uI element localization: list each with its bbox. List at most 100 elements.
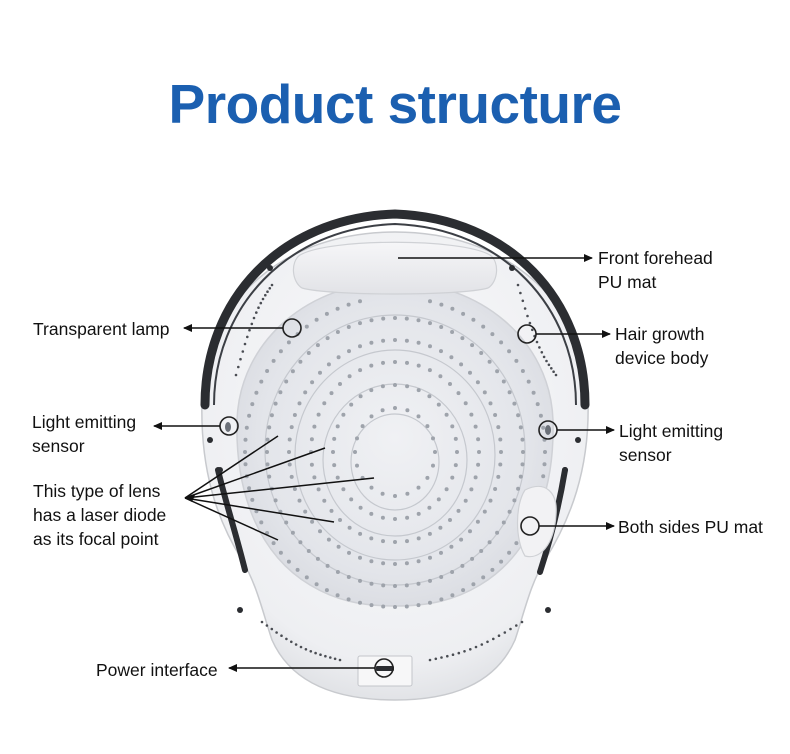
laser-diode-dot — [310, 519, 315, 524]
laser-diode-dot — [450, 475, 455, 480]
laser-diode-dot — [336, 544, 341, 549]
vent-dot — [516, 283, 520, 287]
vent-dot — [528, 321, 532, 325]
laser-diode-dot — [381, 338, 386, 343]
laser-diode-dot — [404, 316, 409, 321]
laser-diode-dot — [482, 390, 487, 395]
laser-diode-dot — [393, 605, 397, 609]
laser-diode-dot — [287, 462, 292, 467]
laser-diode-dot — [416, 340, 421, 345]
laser-diode-dot — [498, 462, 503, 467]
laser-diode-dot — [433, 450, 437, 454]
laser-diode-dot — [450, 570, 455, 574]
laser-diode-dot — [284, 379, 289, 384]
label-light-left-line1: Light emitting — [32, 412, 137, 432]
laser-diode-dot — [470, 556, 475, 561]
laser-diode-dot — [381, 583, 386, 588]
vent-dot — [294, 643, 298, 646]
label-hair-growth-line1: Hair growth — [615, 324, 705, 344]
laser-diode-dot — [358, 368, 363, 373]
vent-dot — [260, 620, 264, 624]
vent-dot — [304, 648, 308, 651]
laser-diode-dot — [470, 343, 475, 348]
laser-diode-dot — [278, 550, 283, 555]
laser-diode-dot — [286, 340, 291, 345]
laser-diode-dot — [541, 425, 546, 430]
laser-diode-dot — [335, 424, 340, 429]
laser-diode-dot — [289, 425, 294, 430]
laser-diode-dot — [404, 561, 409, 566]
laser-diode-dot — [338, 518, 342, 522]
laser-diode-dot — [463, 401, 468, 406]
laser-diode-dot — [461, 588, 466, 593]
laser-diode-dot — [542, 462, 547, 467]
laser-diode-dot — [273, 498, 278, 503]
vent-dot — [554, 373, 558, 377]
vent-dot — [248, 328, 251, 332]
laser-diode-dot — [332, 463, 337, 468]
laser-diode-dot — [514, 541, 519, 546]
laser-diode-dot — [439, 575, 444, 579]
laser-diode-dot — [493, 413, 498, 417]
vent-dot — [299, 645, 303, 649]
laser-diode-dot — [450, 330, 455, 334]
laser-diode-dot — [369, 511, 374, 516]
laser-diode-dot — [347, 349, 351, 354]
vent-dot — [520, 620, 524, 624]
laser-diode-dot — [315, 556, 320, 561]
laser-diode-dot — [449, 355, 454, 360]
label-light-emitting-left: Light emitting sensor — [32, 410, 136, 458]
vent-dot — [463, 650, 466, 653]
laser-diode-dot — [329, 508, 334, 513]
laser-diode-dot — [322, 401, 327, 406]
laser-diode-dot — [358, 578, 362, 583]
laser-diode-dot — [498, 437, 503, 442]
laser-diode-dot — [448, 382, 452, 386]
laser-diode-dot — [416, 318, 421, 323]
laser-diode-dot — [456, 391, 461, 396]
laser-diode-dot — [369, 363, 374, 368]
vent-dot — [503, 631, 507, 634]
vent-dot — [285, 637, 288, 641]
laser-diode-dot — [335, 306, 340, 311]
vent-dot — [515, 624, 518, 627]
laser-diode-dot — [471, 582, 476, 587]
laser-diode-dot — [507, 509, 512, 514]
laser-diode-dot — [381, 561, 386, 566]
vent-dot — [237, 365, 240, 369]
laser-diode-dot — [326, 537, 331, 542]
light-sensor-left — [225, 422, 231, 432]
laser-diode-dot — [347, 525, 352, 530]
laser-diode-dot — [369, 603, 374, 608]
vent-dot — [266, 290, 269, 294]
lens-line-4 — [184, 497, 335, 523]
label-front-forehead: Front forehead PU mat — [598, 246, 713, 294]
laser-diode-dot — [490, 332, 495, 337]
laser-diode-dot — [346, 575, 351, 579]
vent-dot — [254, 311, 258, 314]
laser-diode-dot — [459, 362, 464, 367]
laser-diode-dot — [286, 559, 291, 564]
shell-vents — [234, 283, 558, 662]
vent-dot — [259, 301, 263, 305]
laser-diode-dot — [349, 402, 354, 407]
laser-diode-dot — [335, 330, 340, 334]
laser-diode-dot — [297, 401, 302, 406]
laser-diode-dot — [358, 555, 362, 560]
laser-diode-dot — [358, 394, 363, 399]
label-front-forehead-line1: Front forehead — [598, 248, 713, 268]
laser-diode-dot — [428, 555, 432, 560]
vent-dot — [428, 658, 432, 662]
laser-diode-dot — [427, 505, 432, 510]
page-title: Product structure — [168, 73, 622, 135]
vent-dot — [241, 350, 245, 353]
laser-diode-dot — [496, 425, 501, 430]
laser-diode-dot — [312, 475, 317, 480]
laser-diode-dot — [531, 390, 536, 395]
laser-diode-dot — [488, 401, 493, 406]
vent-dot — [234, 373, 238, 377]
laser-diode-dot — [493, 487, 498, 491]
laser-diode-dot — [265, 369, 270, 373]
vent-dot — [547, 363, 551, 367]
laser-diode-dot — [439, 325, 444, 329]
